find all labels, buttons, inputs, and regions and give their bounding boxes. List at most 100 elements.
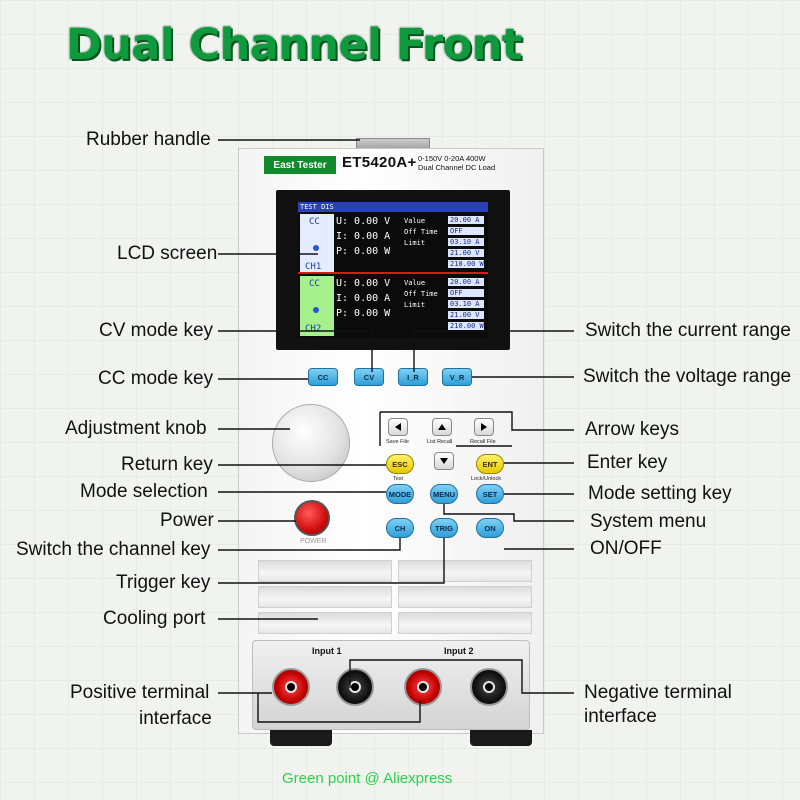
ch1-current: I: 0.00 A: [336, 231, 391, 242]
right-arrow-key[interactable]: [474, 418, 494, 436]
cooling-vent: [258, 612, 392, 634]
channel-key[interactable]: CH: [386, 518, 414, 538]
right-arrow-icon: [481, 423, 487, 431]
ch2-positive-terminal[interactable]: [404, 668, 442, 706]
leader-trigger: [218, 538, 445, 584]
ch1-value: 20.00 A: [448, 216, 484, 224]
cc-key[interactable]: CC: [308, 368, 338, 386]
cooling-vent: [398, 586, 532, 608]
callout-on-off: ON/OFF: [590, 538, 662, 559]
leader-system-menu: [443, 504, 574, 522]
left-arrow-icon: [395, 423, 401, 431]
test-caption: Test: [393, 476, 404, 482]
terminal-hole: [285, 681, 297, 693]
callout-positive-terminal: Positive terminal: [70, 682, 210, 703]
ch2-name: CH2: [305, 324, 322, 334]
spec-line-1: 0-150V 0-20A 400W: [418, 154, 486, 163]
leader-positive: [257, 693, 421, 723]
device-foot-right: [470, 730, 532, 746]
ch2-off-time: OFF: [448, 289, 484, 297]
voltage-range-key[interactable]: V_R: [442, 368, 472, 386]
ch2-voltage: U: 0.00 V: [336, 278, 391, 289]
callout-system-menu: System menu: [590, 511, 707, 532]
leader-current-range: [413, 330, 574, 372]
callout-cv-mode-key: CV mode key: [99, 320, 214, 341]
ch2-mode: CC: [309, 279, 320, 289]
callout-cc-mode-key: CC mode key: [98, 368, 214, 389]
set-key[interactable]: SET: [476, 484, 504, 504]
ch1-mode-box: CC CH1: [300, 214, 334, 274]
current-range-key[interactable]: I_R: [398, 368, 428, 386]
ch1-label-value: Value: [404, 217, 426, 225]
terminal-hole: [483, 681, 495, 693]
model-name: ET5420A+: [342, 154, 417, 171]
ch1-indicator-dot: [313, 245, 319, 251]
spec-line-2: Dual Channel DC Load: [418, 163, 496, 172]
callout-cooling-port: Cooling port: [103, 608, 206, 629]
page-title: Dual Channel Front: [66, 20, 522, 70]
ch2-label-limit: Limit: [404, 301, 426, 309]
esc-key[interactable]: ESC: [386, 454, 414, 474]
ch1-limit-voltage: 21.00 V: [448, 249, 484, 257]
ch1-negative-terminal[interactable]: [336, 668, 374, 706]
power-caption: POWER: [300, 538, 327, 545]
leader-cv-mode: [218, 330, 373, 372]
ch1-mode: CC: [309, 217, 320, 227]
ch1-name: CH1: [305, 262, 322, 272]
up-arrow-icon: [438, 424, 446, 430]
ch1-power: P: 0.00 W: [336, 246, 391, 257]
recall-file-caption: Recall File: [470, 439, 496, 445]
ch1-label-off-time: Off Time: [404, 228, 438, 236]
lcd-divider: [298, 272, 488, 274]
callout-negative-terminal: Negative terminal: [584, 682, 732, 703]
ch1-off-time: OFF: [448, 227, 484, 235]
callout-mode-selection: Mode selection: [80, 481, 208, 502]
input-1-label: Input 1: [312, 646, 342, 656]
brand-logo: East Tester: [264, 156, 336, 174]
callout-negative-terminal-interface: interface: [584, 706, 657, 727]
leader-channel: [218, 538, 401, 551]
cv-key[interactable]: CV: [354, 368, 384, 386]
ch2-value: 20.00 A: [448, 278, 484, 286]
callout-return-key: Return key: [121, 454, 213, 475]
cooling-vent: [258, 586, 392, 608]
callout-lcd-screen: LCD screen: [117, 243, 218, 264]
callout-power: Power: [160, 510, 214, 531]
ch1-positive-terminal[interactable]: [272, 668, 310, 706]
up-arrow-key[interactable]: [432, 418, 452, 436]
callout-mode-setting-key: Mode setting key: [588, 483, 732, 504]
callout-arrow-keys: Arrow keys: [585, 419, 679, 440]
ch1-limit-power: 210.00 W: [448, 260, 484, 268]
callout-adjustment-knob: Adjustment knob: [65, 418, 207, 439]
down-arrow-icon: [440, 458, 448, 464]
ch2-limit-power: 210.00 W: [448, 322, 484, 330]
cooling-vent: [258, 560, 392, 582]
ch2-current: I: 0.00 A: [336, 293, 391, 304]
ch2-mode-box: CC CH2: [300, 276, 334, 336]
callout-rubber-handle: Rubber handle: [86, 129, 211, 150]
trigger-key[interactable]: TRIG: [430, 518, 458, 538]
left-arrow-key[interactable]: [388, 418, 408, 436]
on-off-key[interactable]: ON: [476, 518, 504, 538]
leader-negative: [349, 659, 574, 694]
callout-switch-channel-key: Switch the channel key: [16, 539, 211, 560]
enter-key[interactable]: ENT: [476, 454, 504, 474]
ch1-limit-current: 03.10 A: [448, 238, 484, 246]
ch2-negative-terminal[interactable]: [470, 668, 508, 706]
adjustment-knob[interactable]: [272, 404, 350, 482]
ch2-limit-voltage: 21.00 V: [448, 311, 484, 319]
list-recall-caption: List Recall: [427, 439, 453, 445]
ch2-indicator-dot: [313, 307, 319, 313]
callout-switch-current-range: Switch the current range: [585, 320, 791, 341]
down-arrow-key[interactable]: [434, 452, 454, 470]
ch2-power: P: 0.00 W: [336, 308, 391, 319]
lcd-screen: TEST DIS CC CH1 U: 0.00 V I: 0.00 A P: 0…: [298, 202, 488, 338]
ch2-limit-current: 03.10 A: [448, 300, 484, 308]
mode-key[interactable]: MODE: [386, 484, 414, 504]
power-button[interactable]: [294, 500, 330, 536]
leader-arrow-keys: [380, 411, 574, 431]
cooling-vent: [398, 560, 532, 582]
menu-key[interactable]: MENU: [430, 484, 458, 504]
cooling-vent: [398, 612, 532, 634]
